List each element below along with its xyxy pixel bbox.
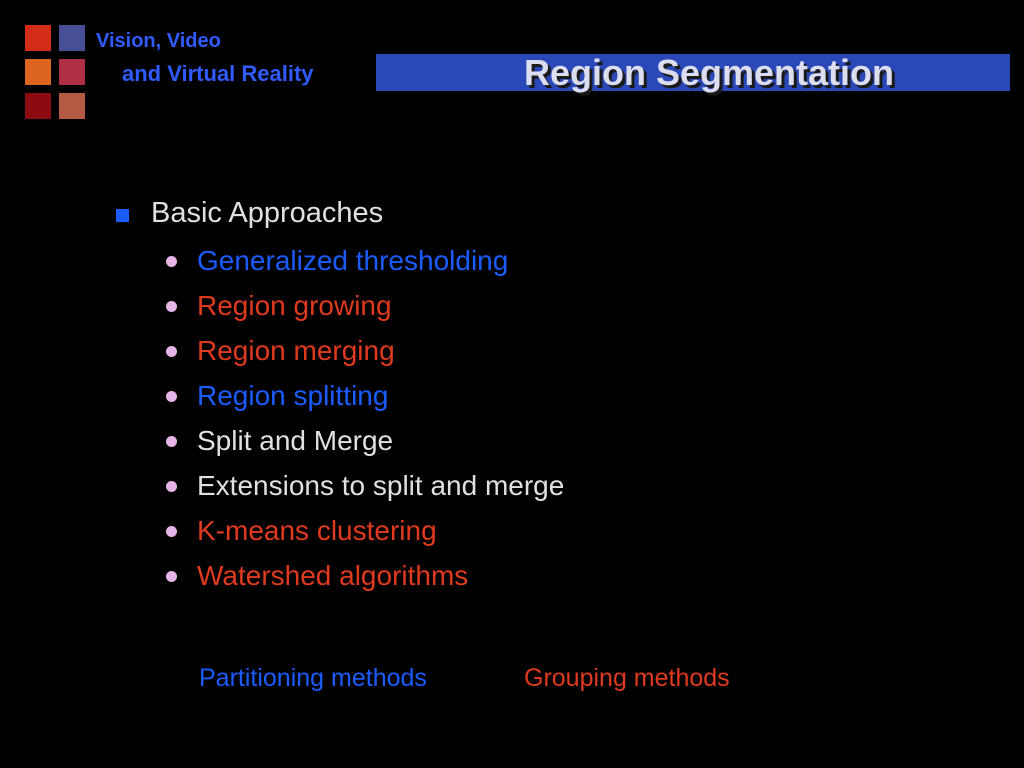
round-bullet-icon bbox=[166, 436, 177, 447]
list-item-text: Region splitting bbox=[197, 380, 389, 411]
logo-square bbox=[59, 93, 85, 119]
round-bullet-icon bbox=[166, 526, 177, 537]
logo-square bbox=[25, 59, 51, 85]
grouping-methods-label: Grouping methods bbox=[524, 664, 730, 692]
brand-name-line2: and Virtual Reality bbox=[122, 61, 314, 86]
list-item-text: Watershed algorithms bbox=[197, 560, 469, 591]
logo-square bbox=[59, 59, 85, 85]
slide-title: Region Segmentation bbox=[524, 52, 895, 93]
list-item-text: Generalized thresholding bbox=[197, 245, 509, 276]
round-bullet-icon bbox=[166, 481, 177, 492]
partitioning-methods-label: Partitioning methods bbox=[199, 664, 427, 692]
square-bullet-icon bbox=[116, 209, 129, 222]
round-bullet-icon bbox=[166, 571, 177, 582]
section-heading: Basic Approaches bbox=[151, 197, 384, 229]
list-item-text: Extensions to split and merge bbox=[197, 470, 565, 501]
logo-square bbox=[25, 25, 51, 51]
header-bar bbox=[376, 54, 1010, 91]
list-item-text: Region merging bbox=[197, 335, 395, 366]
round-bullet-icon bbox=[166, 256, 177, 267]
round-bullet-icon bbox=[166, 391, 177, 402]
logo-square bbox=[59, 25, 85, 51]
round-bullet-icon bbox=[166, 346, 177, 357]
list-item-text: Split and Merge bbox=[197, 425, 394, 456]
list-item-text: K-means clustering bbox=[197, 515, 437, 546]
logo-square bbox=[25, 93, 51, 119]
round-bullet-icon bbox=[166, 301, 177, 312]
list-item-text: Region growing bbox=[197, 290, 392, 321]
brand-name-line1: Vision, Video bbox=[96, 30, 221, 52]
